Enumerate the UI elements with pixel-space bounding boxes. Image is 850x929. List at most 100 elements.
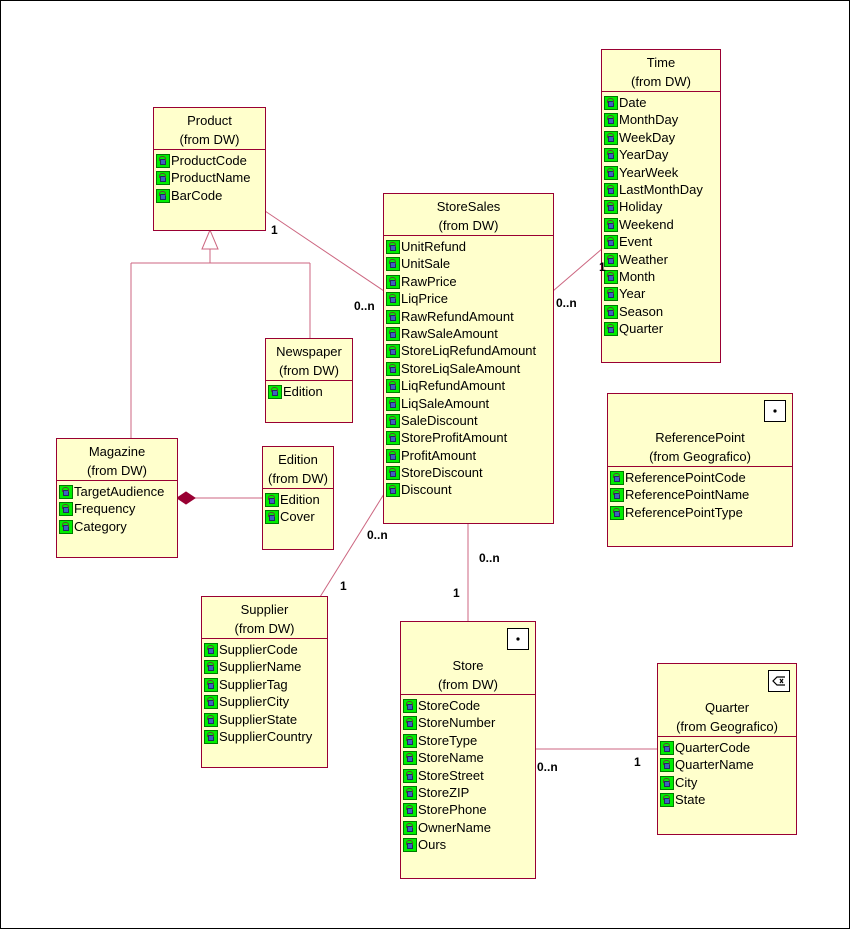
class-time[interactable]: Time (from DW) Date MonthDay WeekDay Yea…	[601, 49, 721, 363]
class-name: Time	[646, 55, 676, 70]
attribute[interactable]: ReferencePointCode	[610, 469, 792, 486]
class-storesales[interactable]: StoreSales (from DW) UnitRefund UnitSale…	[383, 193, 554, 524]
attribute[interactable]: StoreNumber	[403, 714, 535, 731]
attribute[interactable]: SupplierTag	[204, 676, 327, 693]
attribute[interactable]: RawRefundAmount	[386, 308, 553, 325]
attribute[interactable]: StoreStreet	[403, 767, 535, 784]
attribute[interactable]: LiqRefundAmount	[386, 377, 553, 394]
attribute-list: Edition	[266, 381, 352, 400]
attribute-label: Weather	[619, 251, 668, 267]
attribute[interactable]: Frequency	[59, 500, 177, 517]
attribute[interactable]: Edition	[268, 383, 352, 400]
attribute[interactable]: YearWeek	[604, 164, 720, 181]
attribute[interactable]: StoreZIP	[403, 784, 535, 801]
attribute[interactable]: BarCode	[156, 187, 265, 204]
class-name: Product	[187, 113, 232, 128]
class-newspaper[interactable]: Newspaper (from DW) Edition	[265, 338, 353, 423]
attribute[interactable]: SupplierCity	[204, 693, 327, 710]
attribute-icon	[610, 505, 624, 520]
multiplicity-label: 1	[453, 586, 460, 600]
attribute-label: MonthDay	[619, 112, 679, 128]
attribute[interactable]: StoreProfitAmount	[386, 429, 553, 446]
assoc-product-storesales	[264, 210, 385, 292]
attribute[interactable]: Discount	[386, 481, 553, 498]
attribute[interactable]: SupplierName	[204, 658, 327, 675]
attribute-label: StoreProfitAmount	[401, 430, 508, 446]
attribute-icon	[59, 502, 73, 517]
attribute-label: Discount	[401, 482, 452, 498]
attribute[interactable]: Month	[604, 268, 720, 285]
attribute[interactable]: StorePhone	[403, 801, 535, 818]
attribute[interactable]: StoreName	[403, 749, 535, 766]
attribute-icon	[265, 510, 279, 525]
attribute-label: StorePhone	[418, 802, 487, 818]
attribute-icon	[660, 793, 674, 808]
attribute[interactable]: SaleDiscount	[386, 412, 553, 429]
attribute-icon	[403, 716, 417, 731]
attribute[interactable]: LastMonthDay	[604, 181, 720, 198]
attribute-list: ProductCode ProductName BarCode	[154, 150, 265, 204]
multiplicity-label: 0..n	[367, 528, 388, 542]
attribute[interactable]: OwnerName	[403, 819, 535, 836]
attribute[interactable]: TargetAudience	[59, 483, 177, 500]
attribute[interactable]: LiqPrice	[386, 290, 553, 307]
attribute[interactable]: StoreLiqRefundAmount	[386, 342, 553, 359]
attribute[interactable]: Category	[59, 518, 177, 535]
attribute-label: LastMonthDay	[619, 181, 703, 197]
attribute[interactable]: RawSaleAmount	[386, 325, 553, 342]
attribute[interactable]: ReferencePointType	[610, 504, 792, 521]
enumeration-icon	[768, 670, 790, 692]
attribute-icon	[204, 712, 218, 727]
attribute[interactable]: State	[660, 791, 796, 808]
attribute-label: ProductCode	[171, 153, 247, 168]
class-quarter[interactable]: Quarter (from Geografico) QuarterCode Qu…	[657, 663, 797, 835]
attribute[interactable]: YearDay	[604, 146, 720, 163]
class-supplier[interactable]: Supplier (from DW) SupplierCode Supplier…	[201, 596, 328, 768]
generalization-tree	[130, 249, 311, 439]
attribute-label: YearDay	[619, 147, 669, 163]
attribute-icon	[386, 361, 400, 376]
attribute[interactable]: StoreDiscount	[386, 464, 553, 481]
attribute[interactable]: Event	[604, 233, 720, 250]
attribute[interactable]: SupplierCode	[204, 641, 327, 658]
attribute[interactable]: Quarter	[604, 320, 720, 337]
attribute[interactable]: StoreType	[403, 732, 535, 749]
attribute[interactable]: RawPrice	[386, 273, 553, 290]
attribute[interactable]: UnitRefund	[386, 238, 553, 255]
attribute[interactable]: ReferencePointName	[610, 486, 792, 503]
attribute-icon	[386, 448, 400, 463]
attribute[interactable]: Ours	[403, 836, 535, 853]
attribute[interactable]: StoreCode	[403, 697, 535, 714]
attribute[interactable]: Holiday	[604, 198, 720, 215]
attribute[interactable]: QuarterName	[660, 756, 796, 773]
attribute-icon	[204, 643, 218, 657]
attribute[interactable]: Weather	[604, 251, 720, 268]
attribute[interactable]: Edition	[265, 491, 333, 508]
attribute-icon	[604, 96, 618, 110]
class-product[interactable]: Product (from DW) ProductCode ProductNam…	[153, 107, 266, 231]
attribute-icon	[156, 171, 170, 186]
attribute[interactable]: Cover	[265, 508, 333, 525]
attribute[interactable]: StoreLiqSaleAmount	[386, 360, 553, 377]
attribute[interactable]: Year	[604, 285, 720, 302]
attribute[interactable]: ProfitAmount	[386, 447, 553, 464]
attribute[interactable]: Date	[604, 94, 720, 111]
attribute[interactable]: City	[660, 774, 796, 791]
attribute[interactable]: ProductName	[156, 169, 265, 186]
class-store[interactable]: Store (from DW) StoreCode StoreNumber St…	[400, 621, 536, 879]
attribute[interactable]: WeekDay	[604, 129, 720, 146]
attribute[interactable]: SupplierCountry	[204, 728, 327, 745]
attribute-list: QuarterCode QuarterName City State	[658, 737, 796, 809]
attribute[interactable]: QuarterCode	[660, 739, 796, 756]
class-edition[interactable]: Edition (from DW) Edition Cover	[262, 446, 334, 550]
attribute[interactable]: LiqSaleAmount	[386, 395, 553, 412]
class-magazine[interactable]: Magazine (from DW) TargetAudience Freque…	[56, 438, 178, 558]
class-referencepoint[interactable]: ReferencePoint (from Geografico) Referen…	[607, 393, 793, 547]
attribute[interactable]: Season	[604, 303, 720, 320]
attribute[interactable]: ProductCode	[156, 152, 265, 169]
class-name: Magazine	[88, 444, 146, 459]
attribute[interactable]: MonthDay	[604, 111, 720, 128]
attribute[interactable]: Weekend	[604, 216, 720, 233]
attribute[interactable]: SupplierState	[204, 711, 327, 728]
attribute[interactable]: UnitSale	[386, 255, 553, 272]
